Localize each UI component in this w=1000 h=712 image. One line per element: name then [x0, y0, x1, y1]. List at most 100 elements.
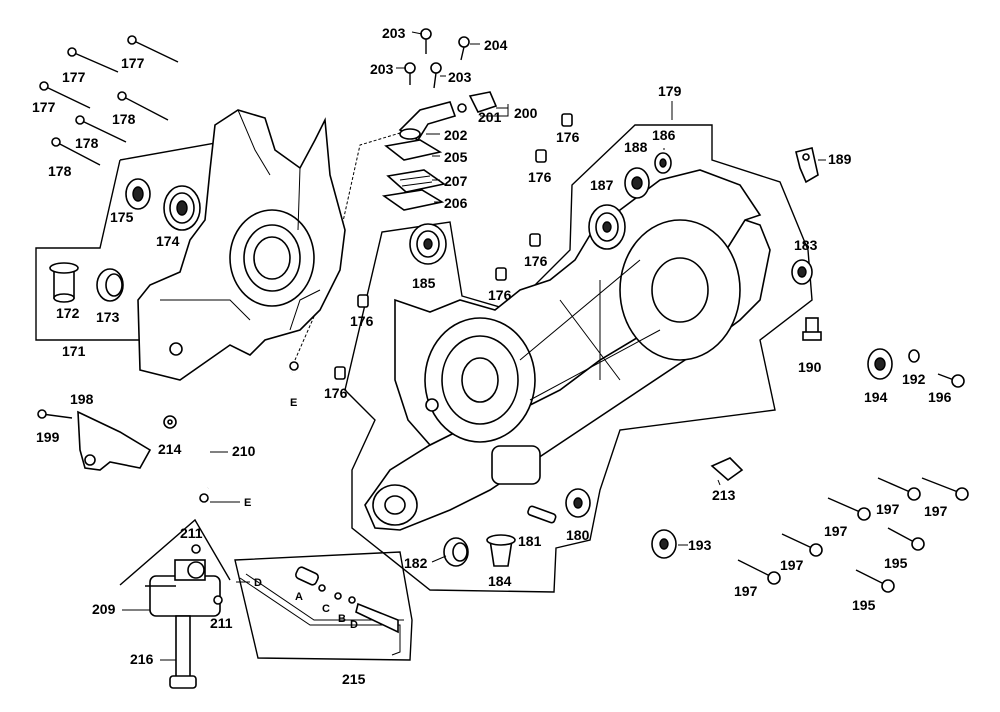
- callout-176-b: 176: [528, 169, 552, 185]
- callout-195-b: 195: [852, 597, 876, 613]
- callout-203-b: 203: [370, 61, 394, 77]
- hose-leader-line: [294, 129, 411, 361]
- callout-207: 207: [444, 173, 468, 189]
- callout-189: 189: [828, 151, 852, 167]
- part-185-bearing: [409, 223, 447, 265]
- part-192-washer: [908, 349, 920, 363]
- bolt-177-c: [39, 81, 91, 109]
- callout-213: 213: [712, 487, 736, 503]
- part-211-screw-a: [191, 544, 201, 554]
- part-216-strainer: [169, 615, 197, 689]
- part-186-seal: [654, 152, 672, 174]
- callout-182: 182: [404, 555, 428, 571]
- callout-183: 183: [794, 237, 818, 253]
- bolt-197-c: [827, 497, 871, 521]
- bolt-203-a: [420, 28, 432, 54]
- callout-181: 181: [518, 533, 542, 549]
- bolt-177-a: [67, 47, 119, 73]
- callout-197-b: 197: [924, 503, 948, 519]
- bolt-195-b: [855, 569, 895, 593]
- group-215-outline: [234, 551, 413, 661]
- callout-211-a: 211: [180, 525, 203, 541]
- callout-202: 202: [444, 127, 468, 143]
- callout-200: 200: [514, 105, 538, 121]
- callout-177-a: 177: [62, 69, 86, 85]
- part-214-nut: [163, 415, 177, 429]
- part-174-bearing: [163, 185, 201, 231]
- group-179-outline: [344, 124, 813, 593]
- part-187-bearing: [588, 204, 626, 250]
- callout-174: 174: [156, 233, 180, 249]
- bolt-178-c: [51, 137, 101, 166]
- bolt-197-a: [877, 477, 921, 501]
- part-200-bracket: [468, 91, 498, 113]
- letter-C: C: [322, 603, 330, 615]
- letter-B: B: [338, 613, 346, 625]
- callout-176-d: 176: [488, 287, 512, 303]
- part-189-bracket: [795, 147, 819, 184]
- bolt-204: [458, 36, 470, 61]
- bolt-177-b: [127, 35, 179, 63]
- letter-D-1: D: [254, 577, 262, 589]
- part-183-bushing: [791, 259, 813, 285]
- part-172-sleeve: [49, 262, 79, 303]
- callout-214: 214: [158, 441, 182, 457]
- callout-196: 196: [928, 389, 952, 405]
- bolt-197-b: [921, 477, 969, 501]
- part-205-gasket: [384, 139, 443, 161]
- part-184-collar: [486, 534, 516, 567]
- callout-178-a: 178: [112, 111, 136, 127]
- bolt-195-a: [887, 527, 925, 551]
- callout-209: 209: [92, 601, 116, 617]
- part-175-seal: [125, 178, 151, 210]
- group-209-outline: [119, 518, 231, 586]
- callout-176-f: 176: [324, 385, 348, 401]
- part-215-hose-kit: [239, 566, 404, 656]
- callout-177-b: 177: [121, 55, 145, 71]
- part-180-seal: [565, 488, 591, 518]
- bolt-178-b: [75, 115, 127, 143]
- callout-176-c: 176: [524, 253, 548, 269]
- callout-198: 198: [70, 391, 94, 407]
- callout-176-e: 176: [350, 313, 374, 329]
- callout-203-a: 203: [382, 25, 406, 41]
- part-193-seal: [651, 529, 677, 559]
- callout-216: 216: [130, 651, 154, 667]
- callout-195-a: 195: [884, 555, 908, 571]
- part-199-bolt: [37, 409, 73, 419]
- part-190-plug: [802, 317, 822, 341]
- callout-197-a: 197: [876, 501, 900, 517]
- part-198-bracket: [77, 410, 152, 471]
- callout-173: 173: [96, 309, 120, 325]
- callout-185: 185: [412, 275, 436, 291]
- callout-177-c: 177: [32, 99, 56, 115]
- part-188-bearing: [624, 167, 650, 199]
- callout-205: 205: [444, 149, 468, 165]
- dowel-176-e: [357, 294, 369, 308]
- bolt-178-a: [117, 91, 169, 121]
- dowel-176-f: [334, 366, 346, 380]
- dowel-176-a: [561, 113, 573, 127]
- dowel-176-b: [535, 149, 547, 163]
- bolt-197-d: [781, 533, 823, 557]
- callout-197-e: 197: [734, 583, 758, 599]
- bolt-197-e: [737, 559, 781, 585]
- callout-172: 172: [56, 305, 80, 321]
- letter-A: A: [295, 591, 303, 603]
- bolt-203-b: [404, 62, 416, 85]
- callout-194: 194: [864, 389, 888, 405]
- callout-171: 171: [62, 343, 86, 359]
- callout-204: 204: [484, 37, 508, 53]
- part-196-bolt: [937, 373, 965, 388]
- callout-186: 186: [652, 127, 676, 143]
- part-182-bushing: [443, 537, 469, 567]
- callout-184: 184: [488, 573, 512, 589]
- part-207-reed-valve: [386, 169, 446, 193]
- callout-176-a: 176: [556, 129, 580, 145]
- callout-203-c: 203: [448, 69, 472, 85]
- callout-197-d: 197: [780, 557, 804, 573]
- part-201-clip: [457, 103, 467, 113]
- part-210-hose: [199, 361, 299, 503]
- callout-215: 215: [342, 671, 366, 687]
